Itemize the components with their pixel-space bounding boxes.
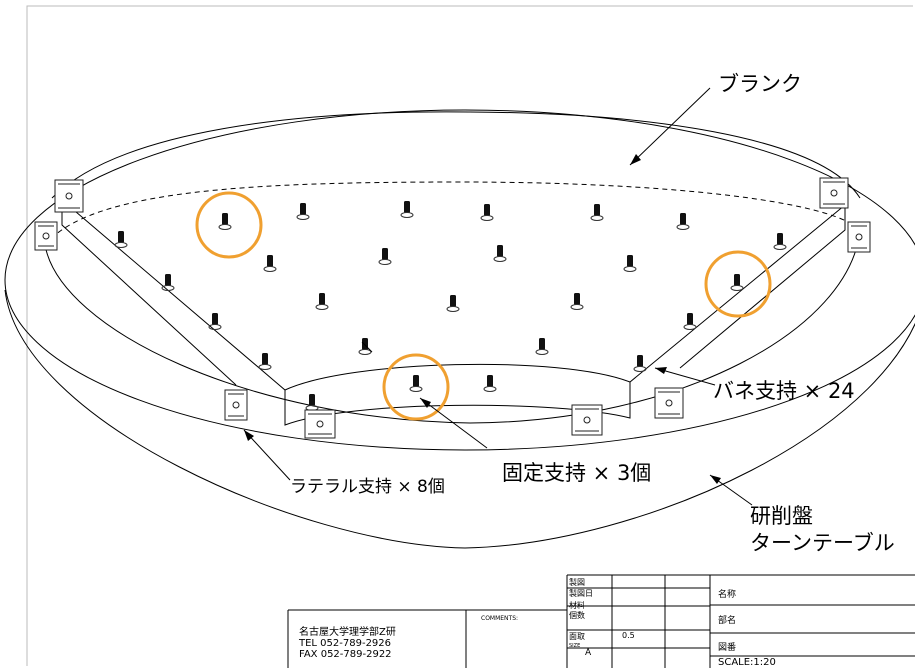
spring-support-pin [773,233,787,250]
drawn-date-label: 製図日 [569,589,593,598]
turntable-top-edge [4,109,915,451]
lateral-support-block [304,409,336,439]
blank-bottom-arc [44,229,861,424]
blank-label: ブランク [718,72,802,96]
lateral-support-block [54,179,84,213]
spring-support-pin [114,231,128,248]
spring-support-pin [315,293,329,310]
blank-disk [44,111,861,424]
arrowhead-turntable [710,475,721,484]
org-name: 名古屋大学理学部Z研 [299,627,396,638]
plate-left-face [61,200,237,386]
lateral-support-block [819,177,849,209]
size-value: A [585,648,592,658]
lateral-support-leader [243,429,291,481]
spring-support-pin [208,313,222,330]
spring-support-pin [633,355,647,372]
name-label: 名称 [718,590,737,600]
arrowhead-blank [630,154,641,165]
plate-top-edge [61,199,846,391]
spring-support-pin [493,245,507,262]
arrowhead-spring [655,367,667,374]
spring-support-pin [446,295,460,312]
spring-support-pin [623,255,637,272]
spring-support-pin [296,203,310,220]
org-tel: TEL 052-789-2926 [299,638,392,649]
blank-top-arc [51,111,861,199]
fixed-support-circle-2 [704,250,772,318]
spring-support-pin [730,274,744,291]
drawing-no-label: 図番 [718,643,737,653]
lateral-support-block [571,404,603,436]
spring-support-pin [590,204,604,221]
fixed-support-highlights [195,191,772,421]
spring-support-pin [258,353,272,370]
spring-support-pin [483,375,497,392]
turntable-label-line1: 研削盤 [750,504,813,528]
turntable-label-line2: ターンテーブル [750,531,895,555]
department-label: 部名 [718,616,737,626]
spring-support-label: バネ支持 × 24 [713,379,855,403]
spring-support-pin [161,274,175,291]
spring-support-pin [400,201,414,218]
chamfer-label: 面取 [569,632,585,641]
lateral-support-block [34,221,58,251]
lateral-supports [34,177,871,439]
leader-lines [243,87,753,506]
comments-label: COMMENTS: [481,615,519,622]
org-fax: FAX 052-789-2922 [299,649,392,660]
spring-support-pin [358,338,372,355]
turntable [4,109,915,549]
spring-support-pin [378,248,392,265]
fixed-support-circle-1 [195,191,263,259]
leader-arrowheads [244,154,721,484]
spring-support-pin [676,213,690,230]
chamfer-value: 0.5 [622,631,635,640]
arrowhead-fixed [420,398,431,408]
lateral-support-block [654,387,684,419]
sheet-border [26,5,913,666]
title-block [287,574,915,668]
turntable-side-edge [4,289,915,549]
scale-label: SCALE:1:20 [718,657,776,668]
spring-support-pin [683,313,697,330]
lateral-support-label: ラテラル支持 × 8個 [290,477,445,497]
drawn-label: 製図 [569,578,585,587]
blank-leader [629,87,711,166]
plate-right-face [679,205,846,369]
extra-leader [361,341,373,353]
blank-hidden-arc [44,181,861,246]
spring-support-pin [480,204,494,221]
size-label: SIZE [569,643,581,649]
spring-support-pin [263,255,277,272]
fixed-support-circle-3 [382,353,450,421]
org-info: 名古屋大学理学部Z研 TEL 052-789-2926 FAX 052-789-… [299,627,396,660]
material-label: 材料 [569,601,585,610]
lateral-support-block [847,221,871,253]
arrowhead-lateral [244,430,254,441]
fixed-support-label: 固定支持 × 3個 [502,461,652,485]
quantity-label: 個数 [569,611,585,620]
spring-support-pin [570,293,584,310]
lateral-support-block [224,389,248,421]
spring-support-pin [409,375,423,392]
spring-supports [114,201,787,411]
spring-support-pin [535,338,549,355]
spring-support-pin [218,213,232,230]
fixed-support-leader [419,397,488,449]
spring-support-pin [305,394,319,411]
